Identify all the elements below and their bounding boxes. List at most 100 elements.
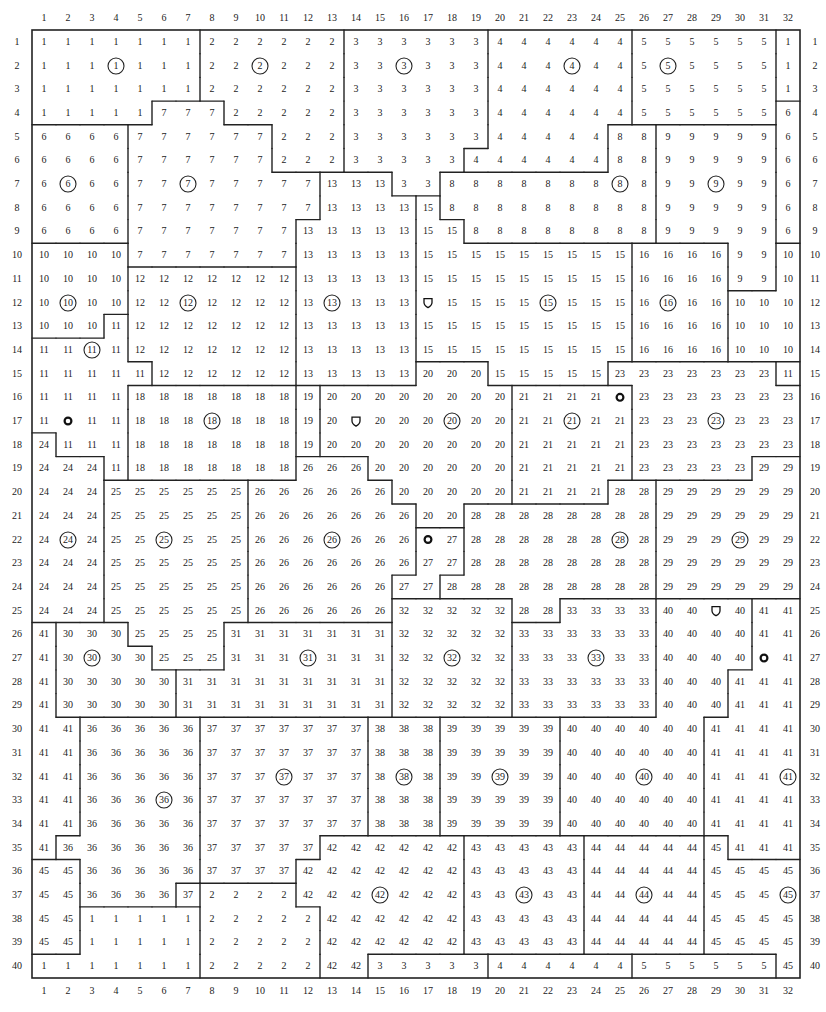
cell-value: 13 xyxy=(327,179,337,189)
cell-value: 30 xyxy=(87,700,97,710)
row-number: 18 xyxy=(12,440,22,450)
cell-value: 11 xyxy=(111,321,121,331)
row-number: 6 xyxy=(15,155,20,165)
cell-value: 15 xyxy=(447,298,457,308)
cell-value: 3 xyxy=(378,84,383,94)
cell-value: 15 xyxy=(495,369,505,379)
cell-value: 45 xyxy=(735,866,745,876)
cell-value: 26 xyxy=(351,535,361,545)
row-number: 10 xyxy=(12,250,22,260)
cell-value: 15 xyxy=(471,274,481,284)
column-number: 11 xyxy=(279,986,289,996)
cell-value: 15 xyxy=(615,250,625,260)
cell-value: 36 xyxy=(183,795,193,805)
cell-value: 23 xyxy=(663,440,673,450)
cell-value: 5 xyxy=(762,37,767,47)
cell-value: 31 xyxy=(375,677,385,687)
cell-value: 20 xyxy=(375,416,385,426)
cell-value: 7 xyxy=(234,179,239,189)
cell-value: 29 xyxy=(759,535,769,545)
cell-value: 41 xyxy=(711,795,721,805)
cell-value: 44 xyxy=(663,843,673,853)
cell-value: 1 xyxy=(186,937,191,947)
cell-value: 3 xyxy=(474,84,479,94)
cell-value: 12 xyxy=(135,345,145,355)
cell-value: 29 xyxy=(759,511,769,521)
cell-value: 45 xyxy=(783,914,793,924)
cell-value: 20 xyxy=(423,416,433,426)
cell-value: 15 xyxy=(471,298,481,308)
cell-value: 41 xyxy=(711,748,721,758)
cell-value: 45 xyxy=(63,937,73,947)
cell-value: 40 xyxy=(663,724,673,734)
cell-value: 28 xyxy=(567,558,577,568)
cell-value: 39 xyxy=(471,795,481,805)
cell-value: 15 xyxy=(591,345,601,355)
row-number: 39 xyxy=(12,937,22,947)
cell-value: 3 xyxy=(402,132,407,142)
column-number: 5 xyxy=(138,986,143,996)
cell-value: 1 xyxy=(66,84,71,94)
cell-value: 40 xyxy=(615,724,625,734)
cell-value: 2 xyxy=(282,890,287,900)
row-number: 25 xyxy=(810,606,820,616)
cell-value: 15 xyxy=(543,345,553,355)
cell-value: 20 xyxy=(399,416,409,426)
cell-value: 27 xyxy=(447,535,457,545)
cell-value: 13 xyxy=(351,321,361,331)
column-number: 25 xyxy=(615,13,625,23)
cell-value: 28 xyxy=(519,582,529,592)
cell-value: 15 xyxy=(495,321,505,331)
cell-value: 15 xyxy=(615,321,625,331)
cell-value: 28 xyxy=(471,558,481,568)
cell-value: 31 xyxy=(255,653,265,663)
cell-value: 30 xyxy=(159,677,169,687)
cell-value: 12 xyxy=(135,274,145,284)
circled-number: 3 xyxy=(402,61,407,71)
cell-value: 43 xyxy=(519,914,529,924)
cell-value: 13 xyxy=(303,345,313,355)
cell-value: 20 xyxy=(375,463,385,473)
cell-value: 7 xyxy=(138,250,143,260)
cell-value: 33 xyxy=(567,700,577,710)
cell-value: 15 xyxy=(447,345,457,355)
column-number: 29 xyxy=(711,986,721,996)
circled-value: 6 xyxy=(59,175,77,193)
circled-number: 10 xyxy=(63,298,73,308)
row-number: 25 xyxy=(12,606,22,616)
cell-value: 33 xyxy=(567,606,577,616)
circled-number: 6 xyxy=(66,179,71,189)
cell-value: 39 xyxy=(495,748,505,758)
cell-value: 13 xyxy=(327,250,337,260)
cell-value: 28 xyxy=(495,582,505,592)
cell-value: 9 xyxy=(666,226,671,236)
cell-value: 42 xyxy=(375,914,385,924)
cell-value: 25 xyxy=(159,558,169,568)
cell-value: 4 xyxy=(546,84,551,94)
cell-value: 1 xyxy=(162,84,167,94)
cell-value: 9 xyxy=(666,203,671,213)
cell-value: 38 xyxy=(399,819,409,829)
circled-value: 18 xyxy=(203,412,221,430)
cell-value: 5 xyxy=(714,37,719,47)
cell-value: 37 xyxy=(303,748,313,758)
cell-value: 39 xyxy=(519,724,529,734)
cell-value: 42 xyxy=(351,890,361,900)
cell-value: 12 xyxy=(255,298,265,308)
cell-value: 38 xyxy=(423,724,433,734)
row-number: 2 xyxy=(15,61,20,71)
cell-value: 29 xyxy=(783,511,793,521)
cell-value: 12 xyxy=(279,369,289,379)
cell-value: 26 xyxy=(255,606,265,616)
cell-value: 37 xyxy=(207,819,217,829)
cell-value: 41 xyxy=(735,795,745,805)
cell-value: 15 xyxy=(447,321,457,331)
cell-value: 43 xyxy=(543,914,553,924)
cell-value: 36 xyxy=(87,890,97,900)
column-number: 18 xyxy=(447,13,457,23)
cell-value: 15 xyxy=(591,369,601,379)
cell-value: 44 xyxy=(687,890,697,900)
cell-value: 15 xyxy=(567,345,577,355)
cell-value: 3 xyxy=(402,84,407,94)
cell-value: 1 xyxy=(90,937,95,947)
